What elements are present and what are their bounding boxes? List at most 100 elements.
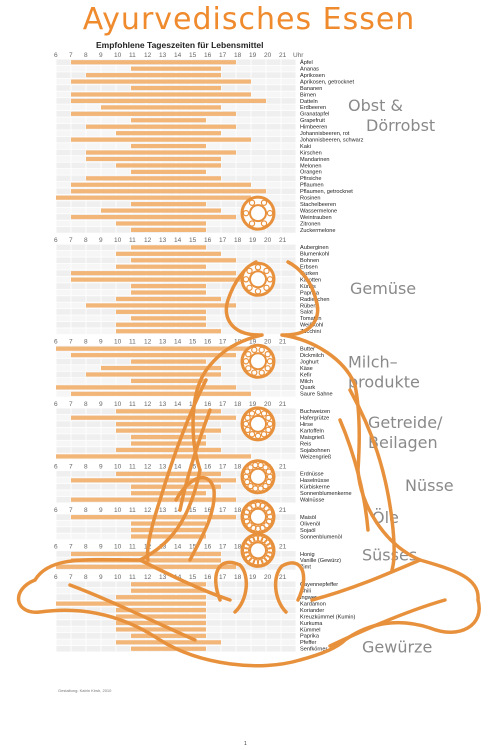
grid-cell [86, 607, 101, 613]
grid-cell [221, 633, 236, 639]
grid-cell [71, 533, 86, 540]
grid-cell [281, 514, 296, 520]
grid-cell [281, 188, 296, 195]
grid-cell [281, 270, 296, 276]
grid-cell [86, 483, 101, 490]
grid-cell [251, 645, 266, 652]
grid-cell [281, 581, 296, 588]
grid-cell [266, 130, 281, 136]
grid-cell [221, 607, 236, 613]
grid-cell [251, 130, 266, 136]
food-label: Paprika [300, 634, 320, 640]
grid-cell [281, 85, 296, 91]
grid-cell [251, 321, 266, 328]
hour-tick-label: 11 [129, 507, 136, 514]
chakra-petal [242, 420, 250, 428]
hour-tick-label: 15 [189, 574, 197, 581]
grid-cell [251, 581, 266, 588]
grid-cell [266, 639, 281, 646]
hour-tick-label: 19 [249, 401, 257, 408]
grid-cell [266, 434, 281, 440]
grid-cell [221, 533, 236, 540]
grid-cell [56, 434, 71, 440]
food-label: Orangen [300, 170, 322, 176]
time-bar [116, 640, 221, 645]
time-bar [116, 614, 206, 619]
grid-cell [56, 447, 71, 453]
grid-cell [236, 384, 251, 391]
food-label: Rüben [300, 303, 316, 309]
grid-cell [71, 85, 86, 91]
grid-cell [56, 620, 71, 626]
chakra-petal [247, 482, 254, 490]
grid-cell [206, 220, 221, 227]
chakra-inner [249, 541, 267, 560]
grid-cell [221, 321, 236, 328]
hour-tick-label: 9 [99, 574, 103, 581]
grid-cell [221, 143, 236, 149]
grid-cell [101, 85, 116, 91]
time-bar [116, 422, 206, 427]
hour-tick-label: 7 [69, 544, 73, 551]
hour-tick-label: 19 [249, 574, 257, 581]
grid-cell [281, 365, 296, 371]
time-bar [86, 124, 236, 129]
grid-cell [86, 296, 101, 302]
grid-cell [71, 321, 86, 328]
food-label: Sonnenblumenkerne [300, 491, 352, 497]
chakra-petal [266, 420, 274, 428]
grid-cell [116, 201, 131, 207]
grid-cell [281, 557, 296, 564]
grid-cell [251, 85, 266, 91]
time-bar [71, 214, 236, 220]
grid-cell [281, 345, 296, 352]
grid-cell [221, 156, 236, 162]
grid-cell [266, 607, 281, 613]
grid-cell [221, 244, 236, 251]
food-label: Cayennepfeffer [300, 582, 338, 588]
time-bar [116, 251, 221, 256]
grid-cell [266, 257, 281, 264]
grid-cell [101, 65, 116, 72]
grid-cell [71, 169, 86, 175]
grid-cell [56, 421, 71, 427]
chakra-layer [240, 195, 276, 568]
food-label: Zucchini [300, 329, 321, 335]
time-bar [86, 150, 236, 155]
grid-cell [281, 483, 296, 490]
time-bar [116, 264, 206, 269]
grid-cell [86, 581, 101, 588]
grid-cell [281, 551, 296, 557]
hour-tick-label: 21 [279, 544, 287, 551]
grid-cell [56, 483, 71, 490]
grid-cell [281, 91, 296, 98]
time-bar [71, 189, 266, 194]
grid-cell [101, 169, 116, 175]
grid-cell [101, 309, 116, 315]
grid-cell [281, 214, 296, 220]
grid-cell [56, 408, 71, 415]
hour-tick-label: 12 [144, 338, 152, 345]
food-label: Johannisbeeren, rot [300, 131, 350, 137]
chakra-icon [240, 261, 276, 297]
grid-cell [251, 626, 266, 633]
grid-cell [86, 169, 101, 175]
grid-cell [101, 321, 116, 328]
grid-cell [221, 483, 236, 490]
food-label: Johannisbeeren, schwarz [300, 137, 364, 143]
food-label: Koriander [300, 608, 324, 614]
hour-tick-label: 9 [99, 464, 103, 471]
grid-cell [71, 626, 86, 633]
grid-cell [236, 371, 251, 378]
grid-cell [266, 613, 281, 620]
grid-cell [86, 421, 101, 427]
grid-cell [116, 533, 131, 540]
grid-cell [281, 98, 296, 104]
grid-cell [221, 358, 236, 365]
grid-cell [281, 421, 296, 427]
grid-cell [251, 447, 266, 453]
grid-cell [281, 447, 296, 453]
grid-cell [221, 527, 236, 533]
grid-cell [56, 378, 71, 384]
